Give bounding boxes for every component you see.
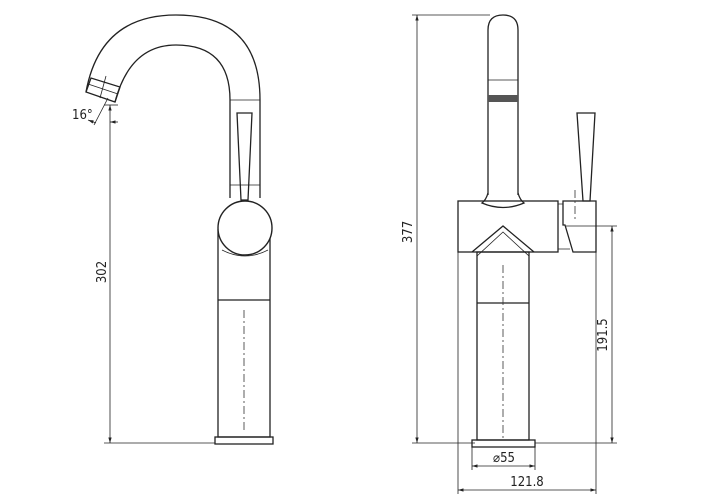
width-121-8-label: 121.8 — [510, 475, 543, 490]
lever-handle — [236, 112, 253, 201]
lever-block — [562, 200, 597, 253]
spout-tube — [487, 14, 519, 195]
side-view: 302 16° — [72, 14, 274, 445]
diameter-55-label: ⌀55 — [493, 451, 515, 466]
aerator — [488, 95, 518, 102]
body-v-notch — [471, 225, 535, 253]
front-view: 377 191.5 ⌀55 121.8 — [401, 14, 617, 494]
height-191-5-label: 191.5 — [596, 318, 611, 351]
body-block — [457, 200, 559, 253]
base-plate — [214, 436, 274, 445]
spout-inner — [114, 44, 231, 198]
base-plate — [471, 439, 536, 448]
lever-handle — [576, 112, 596, 202]
height-377-label: 377 — [401, 221, 416, 243]
lever-knob — [217, 200, 273, 256]
angle-16-label: 16° — [72, 108, 93, 123]
spout-nozzle — [85, 77, 121, 103]
spout-outer — [85, 14, 261, 198]
height-302-label: 302 — [95, 261, 110, 283]
